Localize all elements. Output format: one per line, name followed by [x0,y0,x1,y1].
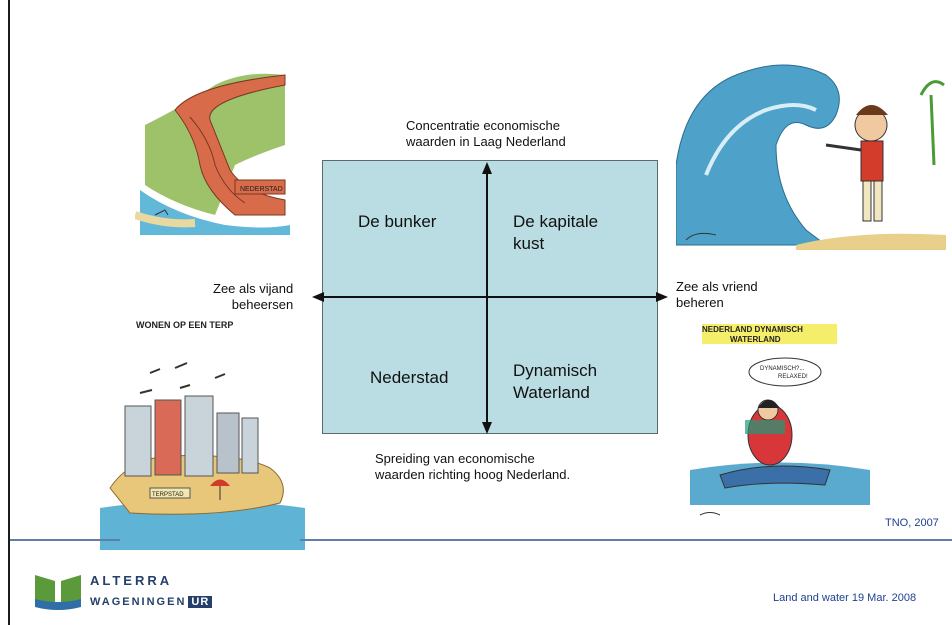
right-axis-label: Zee als vriend beheren [676,279,758,310]
terpstad-sign-text: TERPSTAD [152,492,184,498]
footer-divider-left [10,539,120,541]
wonen-op-een-terp-text: WONEN OP EEN TERP [136,320,233,330]
quadrant-top-left: De bunker [358,212,437,231]
arrow-right-icon [656,292,668,302]
quadrant-bottom-left: Nederstad [370,368,449,387]
arrow-down-icon [482,422,492,434]
quadrant-bottom-right: Dynamisch Waterland [513,361,598,402]
bottom-axis-label: Spreiding van economische waarden richti… [375,451,571,482]
alterra-logo-icon [35,575,81,610]
arrow-left-icon [312,292,324,302]
cartoon-waterland-illustration: NEDERLAND DYNAMISCH WATERLAND DYNAMISCH?… [690,324,870,516]
quadrant-top-right: De kapitale kust [513,212,599,253]
speech-bubble-text: DYNAMISCH?... RELAXED! [760,366,808,380]
footer-date-text: Land and water 19 Mar. 2008 [773,592,917,604]
arrow-up-icon [482,162,492,174]
top-axis-label: Concentratie economische waarden in Laag… [406,118,566,149]
left-border-bar [8,0,10,625]
cartoon-wave-illustration [676,64,946,250]
left-axis-label: Zee als vijand beheersen [213,281,294,312]
logo-alterra-text: ALTERRA [90,573,173,588]
logo-ur-box: UR [188,596,213,608]
logo-wageningen-label: WAGENINGEN [90,596,187,608]
waterland-title-text: NEDERLAND DYNAMISCH WATERLAND [702,325,805,344]
cartoon-terp-illustration: WONEN OP EEN TERP TERPSTAD [100,320,305,550]
source-credit: TNO, 2007 [885,517,939,529]
cartoon-bunker-illustration: NEDERSTAD [135,73,290,235]
footer-divider-right [300,539,952,541]
nederstad-sign-text: NEDERSTAD [240,186,283,193]
